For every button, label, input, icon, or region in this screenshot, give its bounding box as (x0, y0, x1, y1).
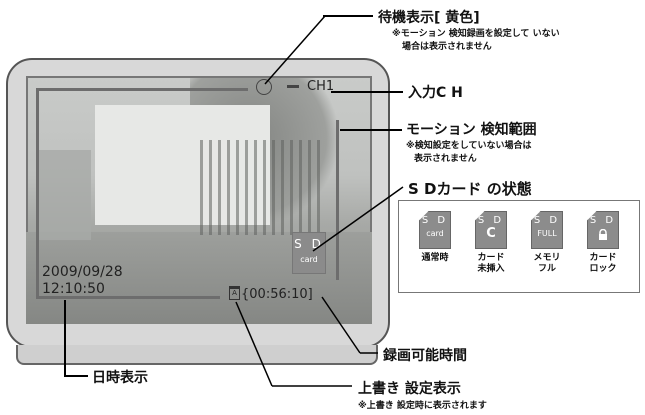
sd-card-refresh-icon: S D C (475, 211, 507, 249)
standby-note-2: 場合は表示されません (402, 42, 492, 52)
standby-note-1: ※モーション 検知録画を設定して いない (392, 29, 560, 39)
standby-bar (287, 85, 299, 88)
motion-title: モーション 検知範囲 (406, 122, 537, 138)
lock-icon (599, 228, 607, 240)
remaining-record-time: {00:56:10] (241, 287, 313, 302)
sd-leader (312, 186, 404, 252)
sd-state-title: S Dカード の状態 (408, 180, 532, 198)
standby-indicator-icon (256, 79, 272, 95)
time-text: 12:10:50 (42, 281, 105, 297)
datetime-display: 2009/09/28 12:10:50 (42, 264, 123, 298)
sd-state-card-lock: S D カード ロック (579, 211, 627, 275)
channel-label: CH1 (307, 79, 335, 94)
sd-state-label: カード 未挿入 (477, 253, 505, 274)
sd-state-normal: S D card 通常時 (411, 211, 459, 264)
overwrite-leader (235, 301, 352, 387)
sd-card-icon: S D card (419, 211, 451, 249)
date-text: 2009/09/28 (42, 264, 123, 280)
sd-card-full-icon: S D FULL (531, 211, 563, 249)
sd-state-label: 通常時 (421, 253, 449, 263)
motion-note-1: ※検知設定をしていない場合は (406, 141, 532, 151)
overwrite-note: ※上書き 設定時に表示されます (358, 401, 487, 411)
monitor-stand (16, 345, 378, 365)
datetime-title: 日時表示 (92, 370, 148, 386)
fence (200, 140, 320, 235)
sd-state-no-card: S D C カード 未挿入 (467, 211, 515, 275)
bush (36, 150, 91, 240)
sd-state-panel: S D card 通常時 S D C カード 未挿入 S D FULL メモリ … (398, 200, 640, 293)
rec-time-title: 録画可能時間 (383, 348, 467, 364)
sd-state-memory-full: S D FULL メモリ フル (523, 211, 571, 275)
overwrite-title: 上書き 設定表示 (358, 381, 461, 397)
sd-state-label: メモリ フル (533, 253, 561, 274)
sd-card-lock-icon: S D (587, 211, 619, 249)
sd-card-status-icon: S D card (292, 232, 326, 274)
overwrite-icon: A (229, 286, 240, 300)
standby-leader (264, 15, 326, 85)
motion-note-2: 表示されません (414, 154, 477, 164)
standby-title: 待機表示[ 黄色] (378, 10, 480, 26)
rec-time-leader (321, 296, 378, 354)
sd-state-label: カード ロック (589, 253, 617, 274)
input-ch-title: 入力C H (408, 85, 463, 101)
